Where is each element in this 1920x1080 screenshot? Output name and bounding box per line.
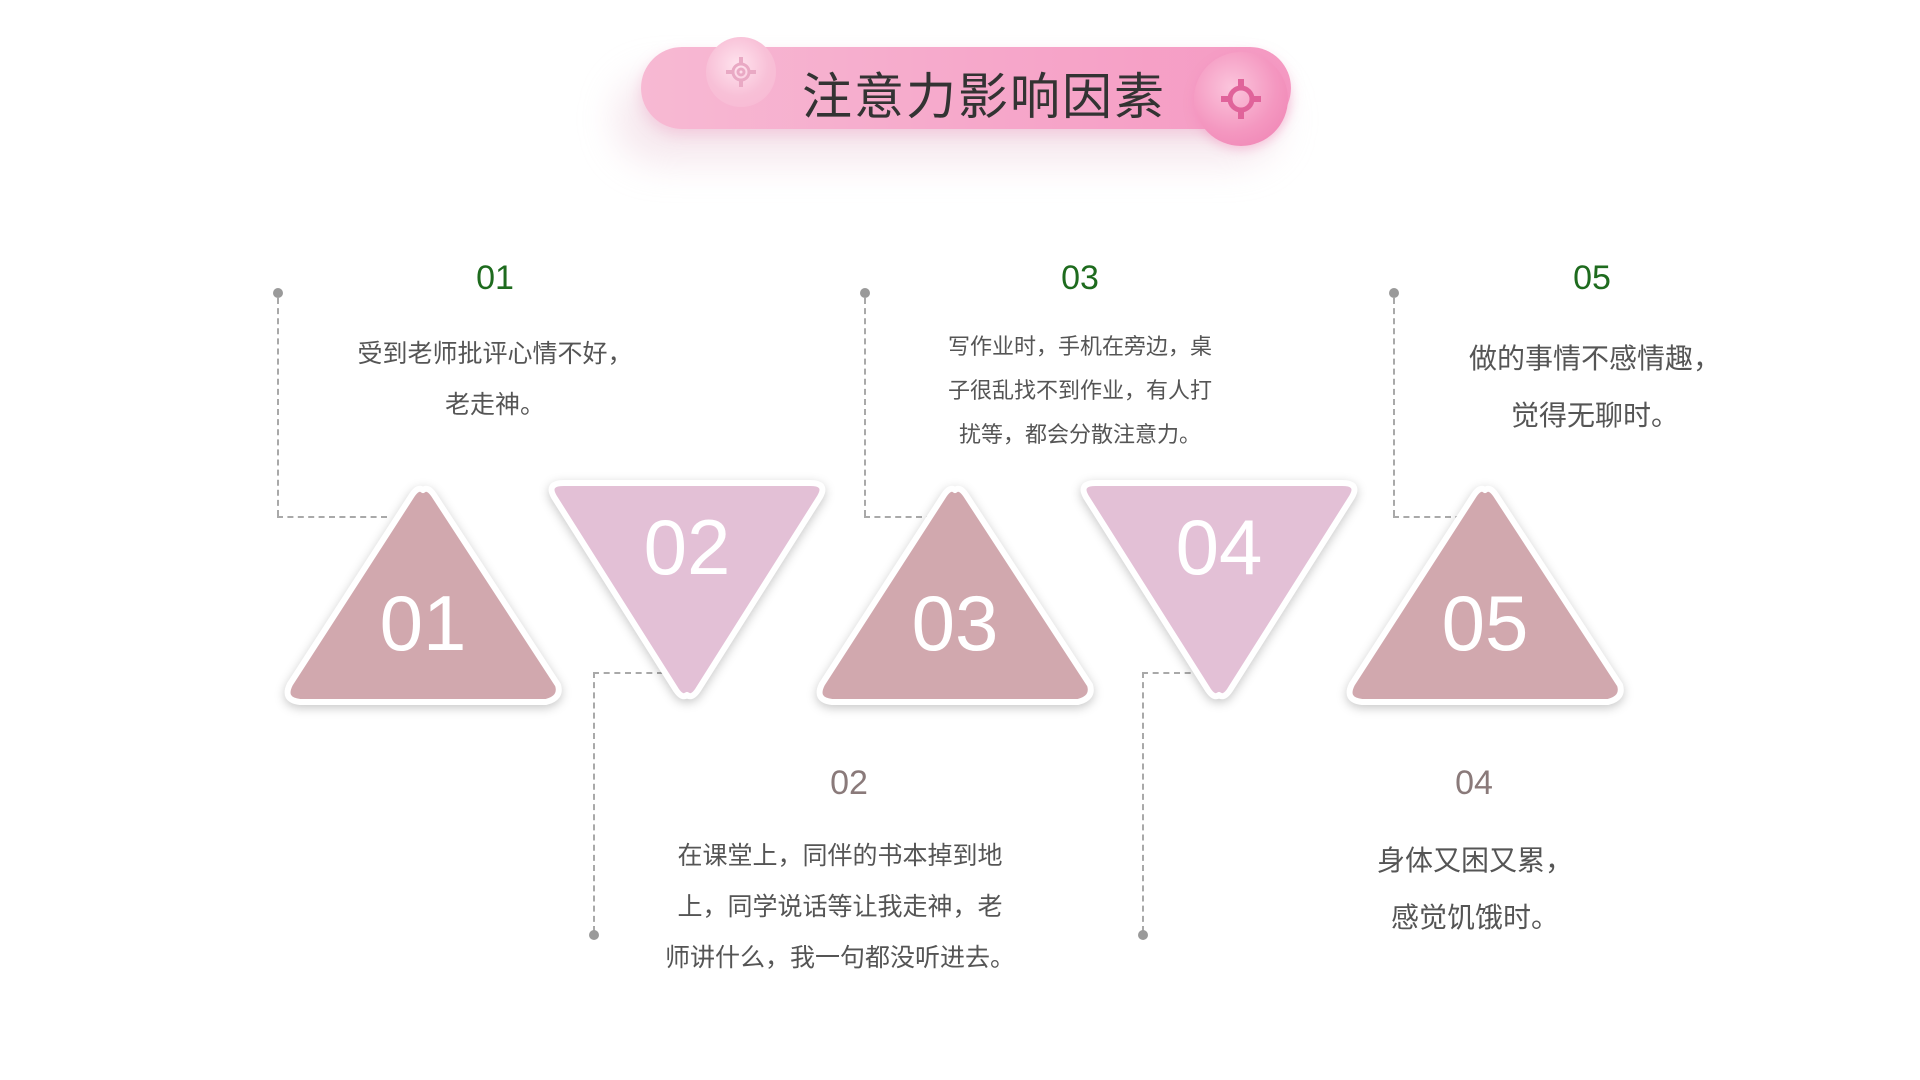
triangle-label: 03 xyxy=(911,579,999,667)
step-number-04: 04 xyxy=(1455,764,1493,802)
step-text-line: 扰等，都会分散注意力。 xyxy=(958,423,1201,448)
connector-line-05 xyxy=(1393,516,1503,518)
connector-line-04 xyxy=(1142,672,1144,932)
connector-dot-02 xyxy=(589,930,599,940)
step-text-03: 写作业时，手机在旁边，桌 子很乱找不到作业，有人打 扰等，都会分散注意力。 xyxy=(905,326,1255,458)
step-text-02: 在课堂上，同伴的书本掉到地 上，同学说话等让我走神，老 师讲什么，我一句都没听进… xyxy=(640,830,1040,983)
connector-line-04 xyxy=(1142,672,1212,674)
connector-line-05 xyxy=(1393,298,1395,516)
triangle-label: 04 xyxy=(1175,503,1263,591)
triangle-03: 03 xyxy=(800,470,1110,720)
connector-dot-04 xyxy=(1138,930,1148,940)
triangle-05: 05 xyxy=(1330,470,1640,720)
triangle-02: 02 xyxy=(532,465,842,715)
connector-line-03 xyxy=(864,298,866,516)
triangle-label: 01 xyxy=(379,579,467,667)
step-text-line: 做的事情不感情趣， xyxy=(1468,342,1721,375)
step-text-line: 师讲什么，我一句都没听进去。 xyxy=(664,943,1015,972)
step-number-01: 01 xyxy=(476,259,514,297)
step-text-line: 老走神。 xyxy=(444,390,545,419)
step-text-04: 身体又困又累， 感觉饥饿时。 xyxy=(1305,832,1645,946)
triangle-01: 01 xyxy=(268,470,578,720)
triangle-label: 02 xyxy=(643,503,731,591)
triangle-label: 05 xyxy=(1441,579,1529,667)
step-number-03: 03 xyxy=(1061,259,1099,297)
gear-icon xyxy=(1194,52,1288,146)
connector-line-01 xyxy=(277,516,387,518)
connector-line-03 xyxy=(864,516,974,518)
step-text-line: 感觉饥饿时。 xyxy=(1390,901,1559,934)
step-text-line: 写作业时，手机在旁边，桌 xyxy=(947,335,1212,360)
step-text-05: 做的事情不感情趣， 觉得无聊时。 xyxy=(1420,330,1770,444)
step-text-line: 受到老师批评心情不好， xyxy=(357,339,633,368)
page-title: 注意力影响因素 xyxy=(802,68,1166,126)
connector-dot-03 xyxy=(860,288,870,298)
step-text-line: 上，同学说话等让我走神，老 xyxy=(677,892,1003,921)
step-number-05: 05 xyxy=(1573,259,1611,297)
step-text-line: 子很乱找不到作业，有人打 xyxy=(947,379,1212,404)
connector-line-02 xyxy=(593,672,663,674)
step-number-02: 02 xyxy=(830,764,868,802)
connector-dot-05 xyxy=(1389,288,1399,298)
connector-dot-01 xyxy=(273,288,283,298)
step-text-line: 在课堂上，同伴的书本掉到地 xyxy=(677,841,1003,870)
gear-icon xyxy=(706,37,776,107)
step-text-line: 身体又困又累， xyxy=(1376,844,1573,877)
triangle-04: 04 xyxy=(1064,465,1374,715)
connector-line-02 xyxy=(593,672,595,932)
step-text-01: 受到老师批评心情不好， 老走神。 xyxy=(320,328,670,430)
step-text-line: 觉得无聊时。 xyxy=(1510,399,1679,432)
connector-line-01 xyxy=(277,298,279,516)
